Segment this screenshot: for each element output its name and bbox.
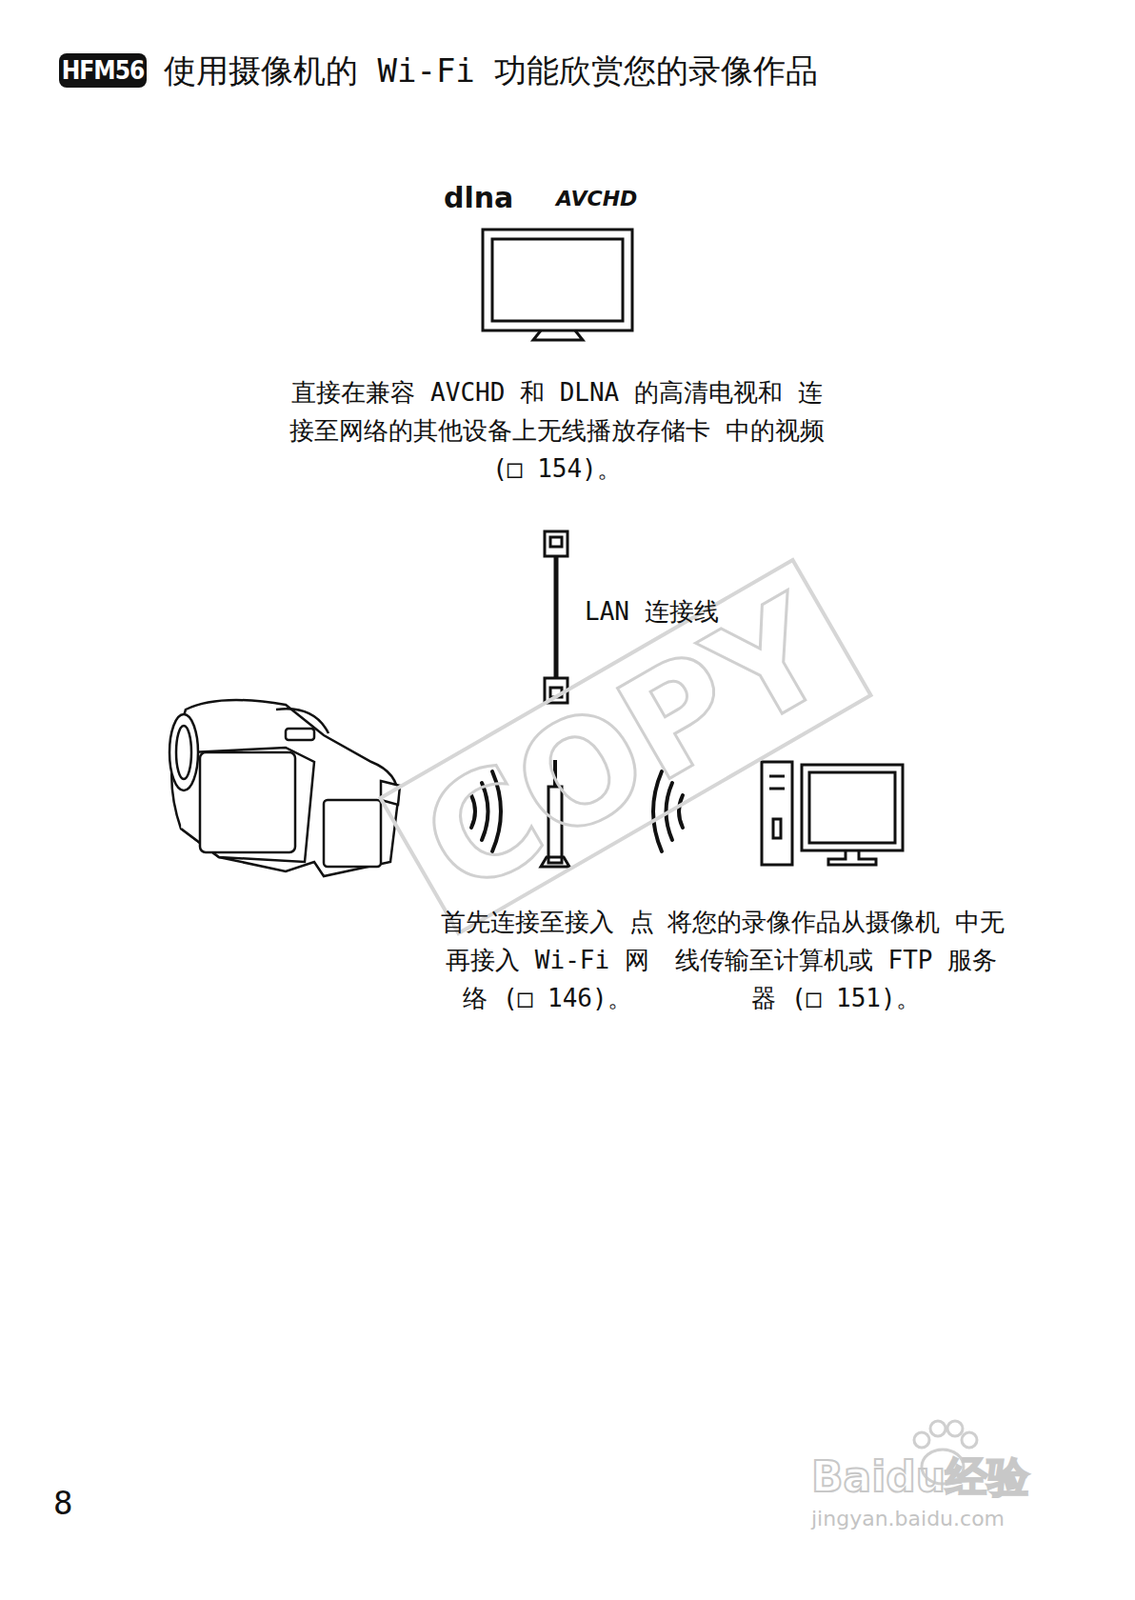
model-badge-text: HFM56 — [60, 53, 145, 88]
page-number: 8 — [53, 1483, 73, 1522]
camcorder-icon — [169, 699, 400, 877]
caption-node: 首先连接至接入 点再接入 Wi-Fi 网络 (□ 146)。 — [439, 902, 656, 1017]
tv-icon — [482, 229, 633, 340]
dlna-logo: dlna — [443, 180, 514, 215]
watermark-url: jingyan.baidu.com — [811, 1506, 1005, 1531]
watermark-text: Baidu经验 — [811, 1449, 1030, 1506]
caption-node: 将您的录像作品从摄像机 中无线传输至计算机或 FTP 服务器 (□ 151)。 — [666, 902, 1006, 1017]
cable-label: LAN 连接线 — [584, 594, 719, 629]
caption-text: 首先连接至接入 点再接入 Wi-Fi 网络 (□ 146)。 — [439, 902, 656, 1017]
page-title: 使用摄像机的 Wi-Fi 功能欣赏您的录像作品 — [163, 49, 818, 92]
lan-cable — [544, 531, 568, 703]
avchd-logo: AVCHD — [556, 186, 638, 211]
caption-text: 将您的录像作品从摄像机 中无线传输至计算机或 FTP 服务器 (□ 151)。 — [666, 902, 1006, 1017]
computer-icon — [761, 761, 903, 865]
caption-node: 直接在兼容 AVCHD 和 DLNA 的高清电视和 连接至网络的其他设备上无线播… — [285, 373, 829, 488]
model-badge — [59, 53, 147, 88]
caption-text: 直接在兼容 AVCHD 和 DLNA 的高清电视和 连接至网络的其他设备上无线播… — [285, 373, 829, 488]
